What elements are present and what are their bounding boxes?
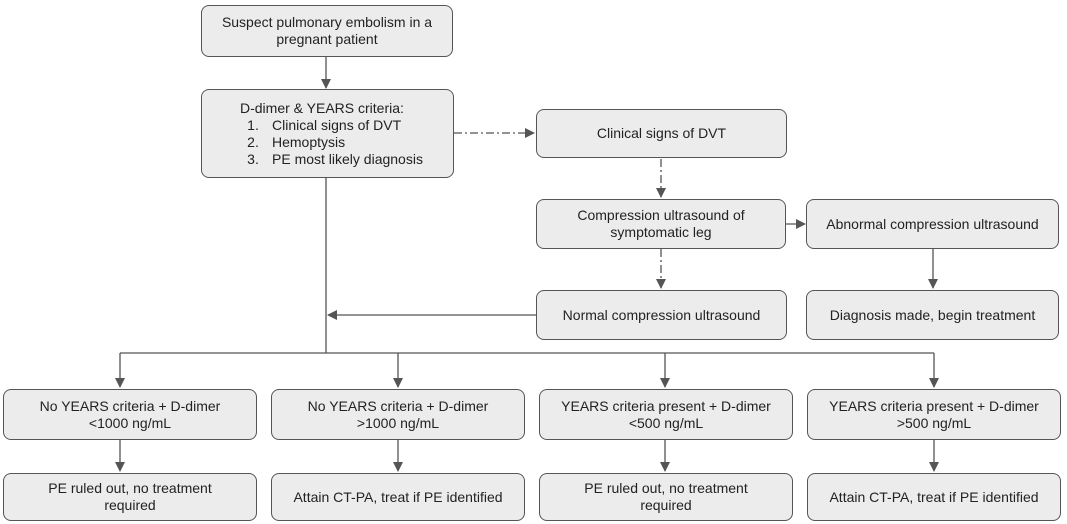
node-ctpa-1-label: Attain CT-PA, treat if PE identified [293,488,503,505]
criteria-item: 3. PE most likely diagnosis [232,151,423,168]
node-dvt-signs-label: Clinical signs of DVT [596,125,727,141]
criteria-item: 2. Hemoptysis [232,134,423,151]
node-ctpa-2: Attain CT-PA, treat if PE identified [807,473,1061,521]
criteria-item-num: 1. [247,116,259,133]
criteria-list: 1. Clinical signs of DVT 2. Hemoptysis 3. P… [232,117,423,168]
node-diagnosis-made-label: Diagnosis made, begin treatment [829,306,1036,323]
node-no-years-gt1000-label: No YEARS criteria + D-dimer >1000 ng/mL [307,397,489,431]
criteria-item-num: 2. [247,133,259,150]
node-abnormal-us: Abnormal compression ultrasound [806,199,1059,249]
node-normal-us-label: Normal compression ultrasound [562,306,761,323]
node-diagnosis-made: Diagnosis made, begin treatment [806,290,1059,340]
node-years-lt500: YEARS criteria present + D-dimer <500 ng… [539,389,793,440]
node-years-gt500-label: YEARS criteria present + D-dimer >500 ng… [829,397,1039,431]
node-abnormal-us-label: Abnormal compression ultrasound [826,215,1039,232]
criteria-item-text: Clinical signs of DVT [272,116,402,133]
criteria-item-num: 3. [247,150,259,167]
node-compression-us: Compression ultrasound of symptomatic le… [536,199,786,249]
node-compression-us-label: Compression ultrasound of symptomatic le… [577,207,745,240]
node-no-years-gt1000: No YEARS criteria + D-dimer >1000 ng/mL [271,389,525,440]
node-ruled-out-2-label: PE ruled out, no treatment required [584,480,748,513]
node-dvt-signs: Clinical signs of DVT [536,109,787,158]
node-suspect-pe: Suspect pulmonary embolism in a pregnant… [201,5,453,57]
node-ctpa-1: Attain CT-PA, treat if PE identified [271,473,525,521]
node-no-years-lt1000-label: No YEARS criteria + D-dimer <1000 ng/mL [39,397,221,431]
node-ruled-out-1: PE ruled out, no treatment required [3,473,257,521]
node-years-gt500: YEARS criteria present + D-dimer >500 ng… [807,389,1061,440]
node-criteria-title: D-dimer & YEARS criteria: [240,99,404,116]
node-normal-us: Normal compression ultrasound [536,290,787,340]
criteria-item-text: Hemoptysis [272,133,346,150]
node-no-years-lt1000: No YEARS criteria + D-dimer <1000 ng/mL [3,389,257,440]
node-ruled-out-2: PE ruled out, no treatment required [539,473,793,521]
node-ctpa-2-label: Attain CT-PA, treat if PE identified [829,488,1039,505]
node-suspect-pe-label: Suspect pulmonary embolism in a pregnant… [221,14,433,47]
node-years-lt500-label: YEARS criteria present + D-dimer <500 ng… [561,397,771,431]
criteria-item: 1. Clinical signs of DVT [232,117,423,134]
node-criteria: D-dimer & YEARS criteria: 1. Clinical sig… [201,89,454,178]
node-ruled-out-1-label: PE ruled out, no treatment required [48,480,212,513]
criteria-item-text: PE most likely diagnosis [272,150,423,167]
